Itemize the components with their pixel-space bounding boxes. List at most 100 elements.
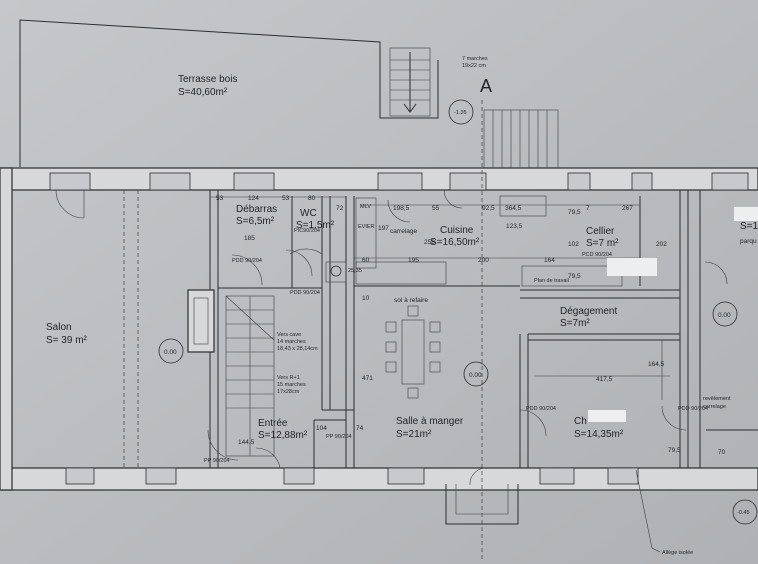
door-tag-pp1: PP 90/204 [204,458,230,464]
note-allege: Allège isolée [662,550,693,556]
room-area-salon: S= 39 m² [46,335,88,346]
room-area-salle-manger: S=21m² [396,429,432,440]
note-marches-top-dim: 19x22 cm [462,63,486,69]
room-name-wc: WC [300,208,317,219]
dim-79-5a: 79,5 [568,209,581,216]
room-area-entree: S=12,88m² [258,430,308,441]
dim-70: 70 [718,449,726,456]
room-name-degagement: Dégagement [560,306,617,317]
dim-7: 7 [586,205,590,212]
note-plan-travail: Plan de travail [534,278,569,284]
dining-table [385,305,441,399]
level-terrasse: -1.35 [454,110,467,116]
interior-staircase [225,295,275,457]
dim-198-5: 198,5 [393,205,410,212]
dim-53a: 53 [216,195,224,202]
allege-pointer [635,469,661,553]
dim-202: 202 [656,241,667,248]
terrace-outline [19,19,439,167]
level-marker-dining [463,361,489,387]
note-vers-r1: Vers R+1 [277,375,300,381]
room-area-cuisine: S=16,50m² [430,237,480,248]
room-name-terrasse: Terrasse bois [178,74,237,85]
door-arcs [55,189,728,486]
room-area-right-edge: S=1 [740,221,758,232]
room-name-debarras: Débarras [236,204,277,215]
dim-164-5: 164,5 [648,361,665,368]
dim-53b: 53 [282,195,290,202]
door-tag-pp3: PIC90/204 [294,228,320,234]
dim-123-5: 123,5 [506,223,523,230]
level-corner: -0.45 [737,510,750,516]
level-marker-terrace [448,99,474,125]
dim-25-35: 25,35 [348,268,362,274]
note-vers-r1-marches: 15 marches [277,382,306,388]
room-name-cellier: Cellier [586,226,615,237]
exterior-wall-top [0,167,758,491]
door-tag-pp2: PP 90/204 [326,434,352,440]
dim-74: 74 [356,425,364,432]
room-area-wc: S=1,5m² [296,220,335,231]
dim-185: 185 [244,235,255,242]
redaction-block-2 [588,410,626,422]
dim-10: 10 [362,295,370,302]
room-name-cuisine: Cuisine [440,225,474,236]
level-value-right: 0.00 [718,312,731,319]
note-vers-r1-dim: 17x28cm [277,389,300,395]
room-name-salon: Salon [46,322,72,333]
dim-195: 195 [408,257,419,264]
level-marker-right [712,301,738,327]
fireplace-inner [193,297,209,345]
room-area-terrasse: S=40,60m² [178,87,228,98]
dim-104: 104 [316,425,327,432]
note-mlv: MLV [360,204,371,210]
note-sol-refaire: sol à refaire [394,297,428,304]
dim-72: 72 [336,205,344,212]
dim-471: 471 [362,375,373,382]
door-tag-pd5: PDD 90/204 [678,406,708,412]
dim-200: 200 [478,257,489,264]
dim-102: 102 [568,241,579,248]
door-tag-pd1: PDD 90/204 [232,258,262,264]
note-revetement-2: carrelage [703,404,726,410]
room-name-entree: Entrée [258,418,288,429]
dim-79-5c: 79,5 [668,447,681,454]
room-area-chambre: S=14,35m² [574,429,624,440]
room-area-degagement: S=7m² [560,318,590,329]
dim-80: 80 [308,195,316,202]
note-carrelage: carrelage [390,228,417,235]
dim-197: 197 [378,225,389,232]
note-vers-cave-marches: 14 marches [277,339,306,345]
level-marker-corner [732,499,758,525]
room-name-salle-manger: Salle à manger [396,416,464,427]
note-marches-top: 7 marches [462,56,488,62]
door-tag-pd2: PDD 90/204 [290,290,320,296]
interior-walls [209,190,758,468]
room-area-cellier: S=7 m² [586,238,619,249]
section-letter: A [480,76,492,96]
room-name-chambre: Ch [574,416,587,427]
entry-porch [445,484,519,525]
room-area-debarras: S=6,5m² [236,216,275,227]
dim-144-5: 144,5 [238,439,255,446]
dim-55: 55 [432,205,440,212]
dim-417-5: 417,5 [596,376,613,383]
dim-79-5b: 79,5 [568,273,581,280]
door-tag-pd3: PCD 90/204 [582,252,612,258]
room-name-right-edge: parqu [740,238,757,245]
dim-364-5: 364,5 [505,205,522,212]
level-marker-salon [158,338,184,364]
dim-267: 267 [622,205,633,212]
dim-164: 164 [544,257,555,264]
dim-60: 60 [362,257,370,264]
dim-124: 124 [248,195,259,202]
fireplace [187,289,215,353]
note-vers-cave: Vers cave [277,332,301,338]
note-vers-cave-dim: 18,43 x 28,14cm [277,346,318,352]
dim-92-5: 92,5 [482,205,495,212]
level-value-salon: 0.00 [164,349,177,356]
note-revetement: revêtement [703,396,731,402]
note-evier: EVIER [358,224,375,230]
door-tag-pd4: PDD 90/204 [526,406,556,412]
